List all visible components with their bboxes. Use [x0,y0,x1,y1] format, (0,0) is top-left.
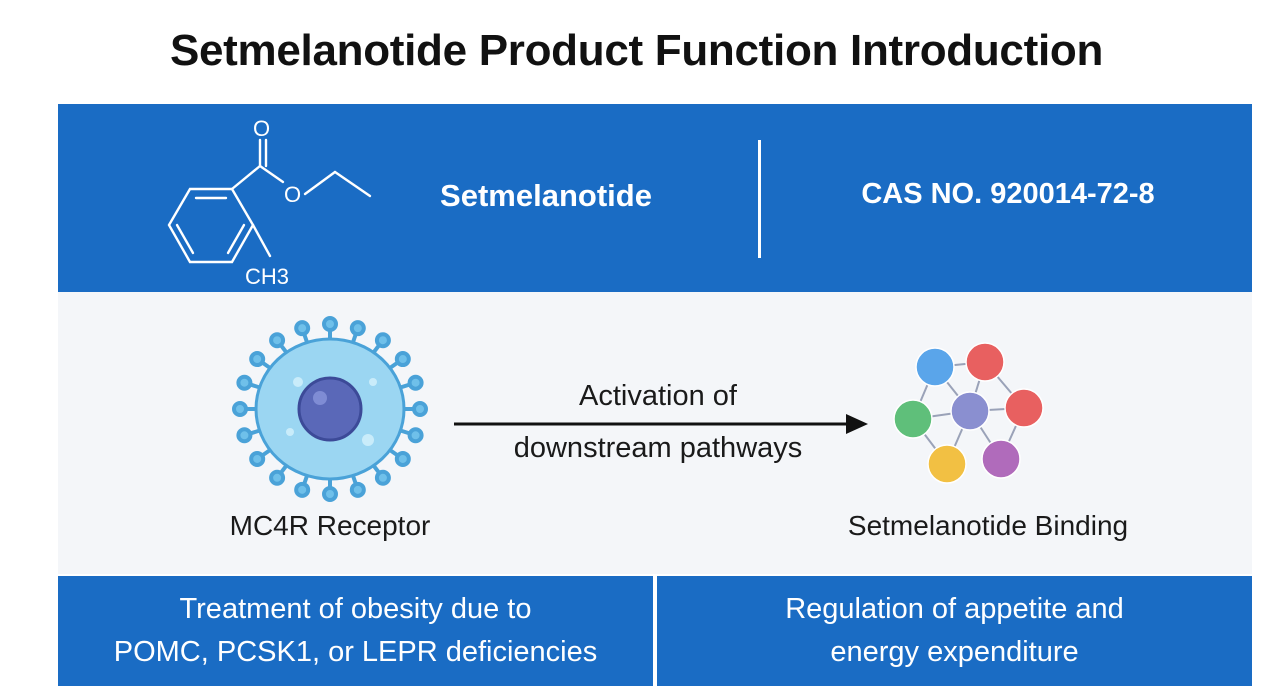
oxygen-label-ester: O [284,182,301,207]
methyl-label: CH3 [245,264,289,289]
receptor-spike-tip [407,374,424,391]
receptor-spike-tip [394,351,411,368]
compound-name: Setmelanotide [440,178,652,213]
receptor-spike-tip [232,401,248,417]
receptor-spike-tip [236,427,253,444]
function-line1: Regulation of appetite and [785,593,1124,625]
receptor-spike-tip [294,481,311,498]
receptor-label: MC4R Receptor [229,510,431,541]
arrow-label-line1: Activation of [579,380,737,412]
cluster-node [965,342,1005,382]
cas-number: CAS NO. 920014-72-8 [861,178,1155,210]
receptor-spike-tip [394,450,411,467]
page-title: Setmelanotide Product Function Introduct… [169,26,1104,75]
function-box: Regulation of appetite and energy expend… [657,576,1252,686]
receptor-spike-tip [412,401,428,417]
indication-line2: POMC, PCSK1, or LEPR deficiencies [113,636,598,668]
receptor-spike-tip [322,316,338,332]
compound-header-band: O O CH3 Setmelanotide CAS NO. 920014-72-… [58,104,1252,292]
arrow-right-icon [454,414,868,434]
receptor-spike-tip [249,351,266,368]
receptor-spike-tip [269,469,286,486]
cluster-node [1004,388,1044,428]
cluster-node [927,444,967,484]
header-divider [758,140,761,258]
receptor-spike-tip [269,332,286,349]
binding-label: Setmelanotide Binding [847,510,1129,541]
mechanism-panel: MC4R Receptor Activation of downstream p… [58,292,1252,574]
indication-box: Treatment of obesity due to POMC, PCSK1,… [58,576,653,686]
molecule-cluster-icon [893,342,1044,484]
receptor-spike-tip [349,481,366,498]
receptor-cell-icon [232,316,428,502]
chemical-structure-icon: O O CH3 [167,116,372,289]
cluster-node [981,439,1021,479]
receptor-spike-tip [249,450,266,467]
receptor-spike-tip [407,427,424,444]
indication-line1: Treatment of obesity due to [179,593,532,625]
receptor-spike-tip [349,320,366,337]
cluster-node [915,347,955,387]
receptor-spike-tip [322,486,338,502]
receptor-spike-tip [236,374,253,391]
receptor-spike-tip [294,320,311,337]
oxygen-label-top: O [253,116,270,141]
arrow-label-line2: downstream pathways [513,432,803,464]
receptor-spike-tip [374,332,391,349]
cluster-node [893,399,933,439]
function-line2: energy expenditure [830,636,1079,668]
receptor-spike-tip [374,469,391,486]
cluster-node [950,391,990,431]
